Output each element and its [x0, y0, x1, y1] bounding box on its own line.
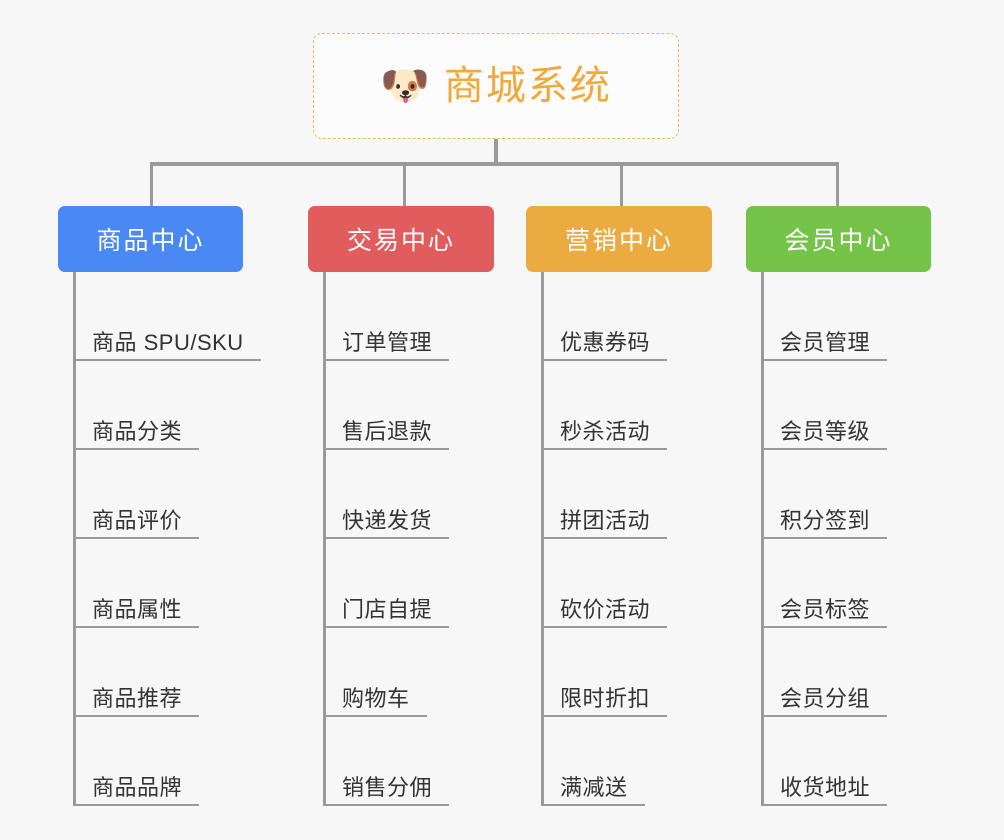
leaf-item[interactable]: 购物车 [308, 628, 494, 717]
leaf-item-label: 会员分组 [780, 686, 871, 711]
leaf-item-label: 砍价活动 [560, 597, 651, 622]
leaf-item[interactable]: 会员标签 [746, 539, 931, 628]
leaf-item-label: 商品推荐 [92, 686, 183, 711]
leaf-item-underline [323, 537, 449, 539]
leaf-item-label: 会员管理 [780, 330, 871, 355]
leaf-item-underline [73, 626, 199, 628]
leaf-item[interactable]: 销售分佣 [308, 717, 494, 806]
leaf-item-underline [323, 448, 449, 450]
leaf-item-underline [323, 715, 427, 717]
leaf-item-label: 商品评价 [92, 508, 183, 533]
connector-spine-marketing-center [541, 272, 544, 806]
connector-drop-marketing-center [620, 162, 623, 206]
connector-drop-trade-center [403, 162, 406, 206]
leaf-item-label: 门店自提 [342, 597, 433, 622]
category-header-member-center[interactable]: 会员中心 [746, 206, 931, 272]
column-product-center: 商品中心商品 SPU/SKU 商品分类商品评价商品属性商品推荐商品品牌 [58, 206, 261, 806]
leaf-list-product-center: 商品 SPU/SKU 商品分类商品评价商品属性商品推荐商品品牌 [58, 272, 261, 806]
connector-spine-member-center [761, 272, 764, 806]
leaf-item-underline [73, 448, 199, 450]
leaf-item-label: 满减送 [560, 775, 628, 800]
leaf-item[interactable]: 积分签到 [746, 450, 931, 539]
leaf-item[interactable]: 满减送 [526, 717, 712, 806]
leaf-item-underline [73, 359, 261, 361]
leaf-item[interactable]: 商品品牌 [58, 717, 243, 806]
leaf-item[interactable]: 商品推荐 [58, 628, 243, 717]
leaf-item-label: 拼团活动 [560, 508, 651, 533]
leaf-item-label: 销售分佣 [342, 775, 433, 800]
leaf-item-underline [541, 715, 667, 717]
leaf-item-label: 商品分类 [92, 419, 183, 444]
leaf-item-underline [541, 448, 667, 450]
column-trade-center: 交易中心订单管理售后退款快递发货门店自提购物车销售分佣 [308, 206, 494, 806]
leaf-item[interactable]: 会员管理 [746, 272, 931, 361]
connector-root-stem [494, 139, 498, 164]
leaf-item-label: 秒杀活动 [560, 419, 651, 444]
leaf-item-underline [761, 448, 887, 450]
connector-spine-product-center [73, 272, 76, 806]
leaf-item-label: 会员标签 [780, 597, 871, 622]
leaf-item-underline [323, 804, 449, 806]
connector-drop-member-center [836, 162, 839, 206]
leaf-item[interactable]: 商品评价 [58, 450, 243, 539]
leaf-item-underline [761, 804, 887, 806]
leaf-item-underline [541, 359, 667, 361]
leaf-item[interactable]: 售后退款 [308, 361, 494, 450]
leaf-item-underline [761, 537, 887, 539]
leaf-item[interactable]: 商品属性 [58, 539, 243, 628]
leaf-list-member-center: 会员管理会员等级积分签到会员标签会员分组收货地址 [746, 272, 931, 806]
column-member-center: 会员中心会员管理会员等级积分签到会员标签会员分组收货地址 [746, 206, 931, 806]
connector-horizontal-bus [150, 162, 837, 166]
leaf-list-trade-center: 订单管理售后退款快递发货门店自提购物车销售分佣 [308, 272, 494, 806]
leaf-item[interactable]: 限时折扣 [526, 628, 712, 717]
leaf-item[interactable]: 砍价活动 [526, 539, 712, 628]
category-header-marketing-center[interactable]: 营销中心 [526, 206, 712, 272]
leaf-item-underline [541, 804, 645, 806]
column-marketing-center: 营销中心优惠券码秒杀活动拼团活动砍价活动限时折扣满减送 [526, 206, 712, 806]
leaf-item-label: 商品 SPU/SKU [92, 330, 244, 355]
leaf-item-underline [323, 626, 449, 628]
leaf-item-label: 商品品牌 [92, 775, 183, 800]
leaf-item[interactable]: 会员分组 [746, 628, 931, 717]
leaf-list-marketing-center: 优惠券码秒杀活动拼团活动砍价活动限时折扣满减送 [526, 272, 712, 806]
leaf-item[interactable]: 商品分类 [58, 361, 243, 450]
leaf-item-label: 会员等级 [780, 419, 871, 444]
leaf-item-label: 快递发货 [342, 508, 433, 533]
leaf-item-label: 售后退款 [342, 419, 433, 444]
category-header-product-center[interactable]: 商品中心 [58, 206, 243, 272]
leaf-item[interactable]: 收货地址 [746, 717, 931, 806]
leaf-item[interactable]: 门店自提 [308, 539, 494, 628]
connector-drop-product-center [150, 162, 153, 206]
leaf-item-label: 收货地址 [780, 775, 871, 800]
leaf-item-label: 限时折扣 [560, 686, 651, 711]
leaf-item-underline [73, 715, 199, 717]
leaf-item-label: 积分签到 [780, 508, 871, 533]
category-header-trade-center[interactable]: 交易中心 [308, 206, 494, 272]
leaf-item[interactable]: 商品 SPU/SKU [58, 272, 261, 361]
leaf-item-label: 优惠券码 [560, 330, 651, 355]
root-title: 商城系统 [443, 64, 612, 108]
root-node[interactable]: 🐶 商城系统 [313, 33, 679, 139]
leaf-item[interactable]: 秒杀活动 [526, 361, 712, 450]
leaf-item[interactable]: 拼团活动 [526, 450, 712, 539]
leaf-item[interactable]: 优惠券码 [526, 272, 712, 361]
leaf-item-underline [761, 626, 887, 628]
leaf-item-label: 购物车 [342, 686, 410, 711]
leaf-item[interactable]: 快递发货 [308, 450, 494, 539]
leaf-item-label: 订单管理 [342, 330, 433, 355]
leaf-item-underline [323, 359, 449, 361]
leaf-item-label: 商品属性 [92, 597, 183, 622]
leaf-item-underline [761, 715, 887, 717]
leaf-item-underline [73, 537, 199, 539]
leaf-item-underline [73, 804, 199, 806]
connector-spine-trade-center [323, 272, 326, 806]
leaf-item-underline [541, 537, 667, 539]
leaf-item-underline [761, 359, 887, 361]
dog-face-icon: 🐶 [380, 63, 430, 109]
leaf-item-underline [541, 626, 667, 628]
leaf-item[interactable]: 订单管理 [308, 272, 494, 361]
leaf-item[interactable]: 会员等级 [746, 361, 931, 450]
